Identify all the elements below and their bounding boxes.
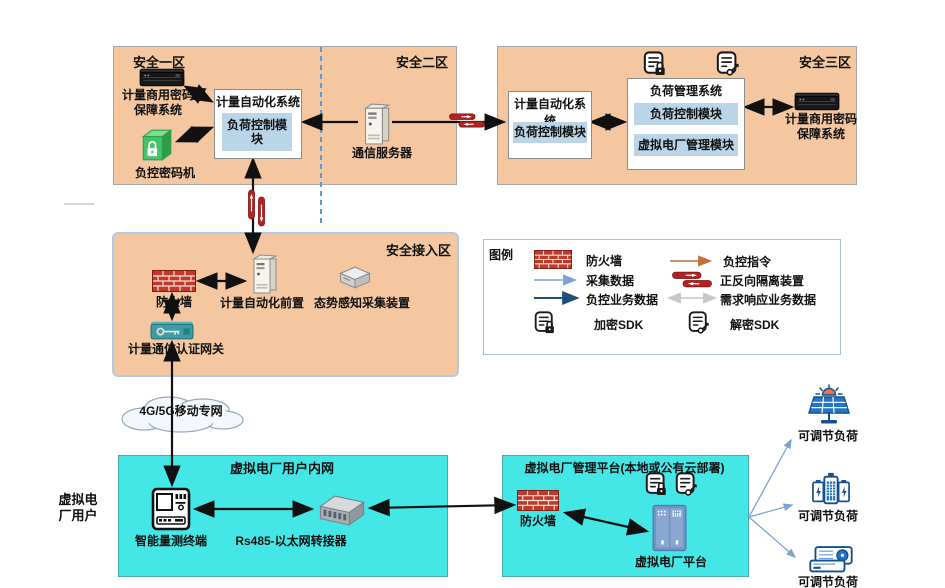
smart-metering-terminal-icon	[151, 487, 191, 531]
rs485-adapter-icon	[319, 495, 365, 526]
vpp-platform-cabinet-icon	[652, 504, 687, 552]
legend-isolation-label: 正反向隔离装置	[720, 274, 805, 288]
zone1-load-control-module: 负荷控制模块	[222, 113, 292, 151]
adjustable-load-label-2: 可调节负荷	[797, 509, 858, 523]
cipher-machine-label: 负控密码机	[134, 166, 195, 180]
legend-decrypt-sdk-icon	[688, 310, 710, 335]
metering-auth-gateway-icon	[150, 320, 194, 340]
air-conditioner-icon	[809, 546, 853, 573]
zone3-mas-load-module: 负荷控制模块	[513, 122, 587, 143]
zone1-metering-automation-box: 计量自动化系统 负荷控制模块	[214, 89, 302, 159]
zone-2-label: 安全二区	[396, 55, 449, 70]
metering-frontend-icon	[253, 254, 277, 294]
metering-auth-gateway-label: 计量通信认证网关	[127, 342, 224, 356]
encrypt-sdk-icon	[643, 50, 667, 77]
legend-encrypt-sdk-label: 加密SDK	[594, 318, 644, 332]
legend-demand-biz-label: 需求响应业务数据	[720, 293, 817, 307]
legend-collect-data-label: 采集数据	[586, 274, 635, 288]
zone3-crypto-server-icon	[794, 92, 840, 111]
isolation-device-vertical-icon	[248, 189, 265, 227]
adjustable-load-label-1: 可调节负荷	[797, 429, 858, 443]
lms-load-control-module: 负荷控制模块	[634, 103, 738, 125]
battery-storage-icon	[812, 471, 850, 505]
lms-title: 负荷管理系统	[649, 84, 722, 98]
zone3-metering-automation-box: 计量自动化系统 负荷控制模块	[508, 91, 592, 159]
zone1-crypto-system-label: 计量商用密码保障系统	[121, 88, 194, 117]
zone-1-label: 安全一区	[133, 55, 186, 70]
situation-awareness-label: 态势感知采集装置	[313, 296, 410, 310]
load-control-cipher-machine-icon	[142, 129, 172, 161]
decrypt-sdk-icon	[716, 50, 740, 77]
mobile-network-label: 4G/5G移动专网	[139, 404, 223, 418]
legend-decrypt-sdk-label: 解密SDK	[730, 318, 780, 332]
mgmt-platform-title: 虚拟电厂管理平台(本地或公有云部署)	[524, 461, 725, 475]
adjustable-load-label-3: 可调节负荷	[797, 575, 858, 588]
comm-server-label: 通信服务器	[351, 146, 412, 160]
legend-firewall-icon	[534, 250, 572, 269]
rs485-adapter-label: Rs485-以太网转接器	[235, 534, 347, 548]
zone1-mas-title: 计量自动化系统	[215, 95, 300, 109]
isolation-device-icon	[449, 113, 485, 128]
legend-encrypt-sdk-icon	[534, 310, 556, 335]
solar-panel-icon	[808, 384, 850, 425]
situation-awareness-device-icon	[339, 266, 371, 289]
vpp-user-label: 虚拟电厂用户	[58, 492, 98, 523]
legend-isolation-icon	[672, 271, 712, 288]
metering-frontend-label: 计量自动化前置	[219, 296, 304, 310]
load-mgmt-system-box: 负荷管理系统 负荷控制模块 虚拟电厂管理模块	[627, 78, 745, 170]
zone-3-label: 安全三区	[799, 55, 852, 70]
comm-server-icon	[365, 103, 390, 145]
access-firewall-icon	[152, 270, 196, 292]
intranet-title: 虚拟电厂用户内网	[229, 461, 334, 476]
legend-load-cmd-label: 负控指令	[723, 255, 772, 269]
zone3-crypto-system-label: 计量商用密码保障系统	[784, 112, 857, 141]
secure-access-zone-label: 安全接入区	[386, 243, 452, 258]
legend-load-biz-label: 负控业务数据	[586, 293, 659, 307]
faint-mark	[64, 203, 94, 205]
vpp-platform-label: 虚拟电厂平台	[634, 555, 707, 569]
access-firewall-label: 防火墙	[155, 295, 192, 309]
mgmt-firewall-icon	[517, 490, 559, 511]
legend-title: 图例	[489, 248, 514, 262]
smart-metering-terminal-label: 智能量测终端	[134, 534, 207, 548]
lms-vpp-mgmt-module: 虚拟电厂管理模块	[634, 134, 738, 156]
mgmt-firewall-label: 防火墙	[519, 514, 556, 528]
legend-firewall-label: 防火墙	[586, 254, 623, 268]
